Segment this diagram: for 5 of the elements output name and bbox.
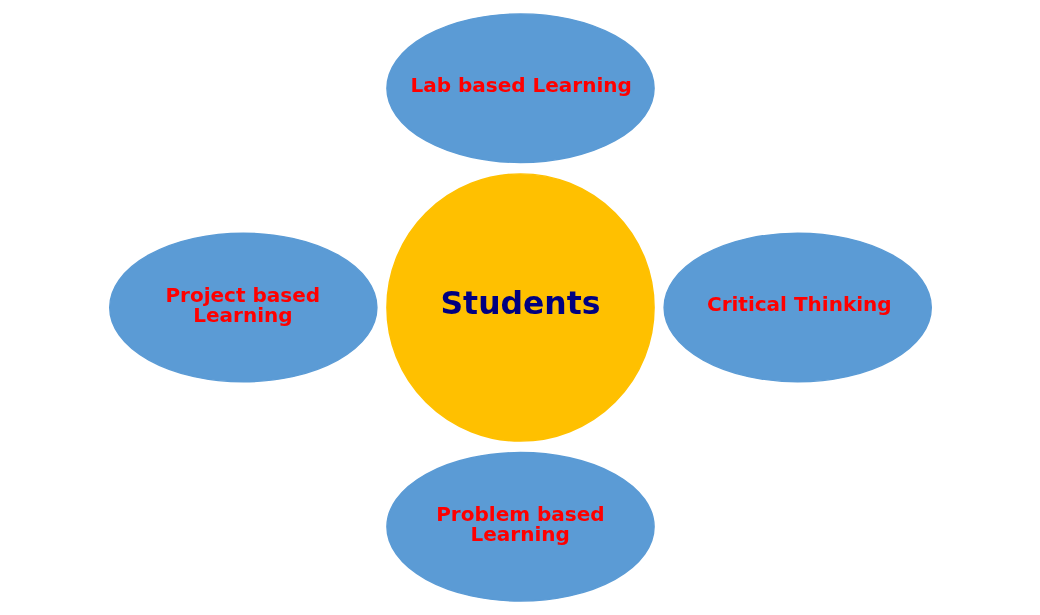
node-ellipse: Lab based Learning [385,13,655,164]
node-ellipse: Project based Learning [108,232,378,383]
node-ellipse: Problem based Learning [385,451,655,602]
node-ellipse: Critical Thinking [662,232,932,383]
node-circle: Students [385,173,655,442]
